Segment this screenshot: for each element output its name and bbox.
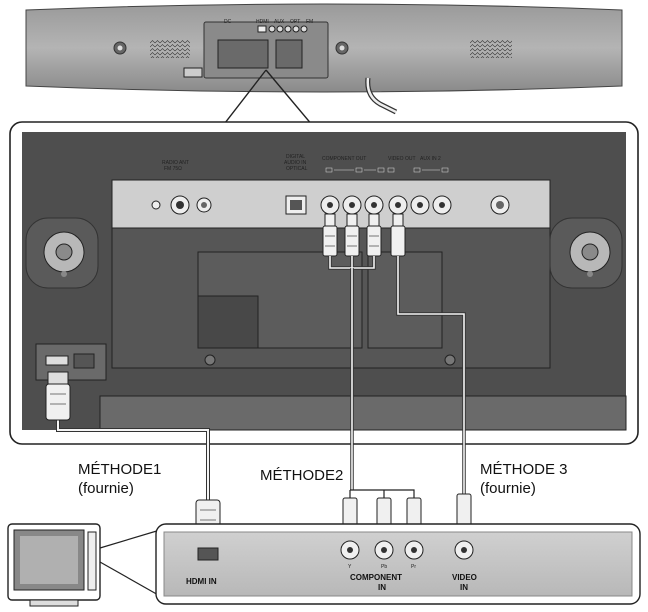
top-label-hdmi: HDMI	[256, 19, 269, 25]
vent-left	[150, 40, 190, 58]
top-label-aux: AUX	[274, 19, 285, 25]
label-radio-ant: RADIO ANT	[162, 160, 189, 166]
top-label-fm: FM	[306, 19, 313, 25]
tv-component-in-label-1: COMPONENT	[350, 573, 402, 582]
hdmi-plug-top	[47, 371, 69, 385]
video-plug-tv	[456, 493, 472, 529]
tv-hdmi-in-port	[197, 547, 219, 561]
tv-video-in-label-1: VIDEO	[452, 573, 477, 582]
label-video-out: VIDEO OUT	[388, 156, 416, 162]
label-digital-audio-2: AUDIO IN	[284, 160, 307, 166]
label-aux-in: AUX IN 2	[420, 156, 441, 162]
tv-icon	[7, 523, 161, 607]
top-label-opt: OPT	[290, 19, 300, 25]
method-1-note: (fournie)	[78, 480, 134, 497]
tv-jack-pr-label: Pr	[411, 564, 416, 570]
tv-jack-y-label: Y	[348, 564, 352, 570]
top-label-dc: DC	[224, 19, 232, 25]
rear-bottom-ledge	[99, 395, 627, 431]
vent-right	[470, 40, 512, 58]
label-component-out: COMPONENT OUT	[322, 156, 366, 162]
tv-input-panel: Y Pb Pr HDMI IN COMPONENT IN VIDEO IN	[155, 523, 641, 605]
tv-jack-pb-label: Pb	[381, 564, 387, 570]
rear-recess-right	[367, 251, 443, 349]
method-2-label: MÉTHODE2	[260, 467, 343, 484]
label-radio-ant-sub: FM 75Ω	[164, 166, 182, 172]
tv-video-in-label-2: IN	[460, 583, 468, 592]
soundbar-top-view: DC HDMI AUX OPT FM	[25, 3, 623, 133]
method-1-label: MÉTHODE1	[78, 461, 161, 478]
top-port-block	[217, 39, 269, 69]
label-digital-audio-1: DIGITAL	[286, 154, 305, 160]
top-hdmi-port	[183, 67, 203, 78]
method-3-note: (fournie)	[480, 480, 536, 497]
top-power-cable	[366, 77, 397, 114]
rear-hdmi-out-port	[45, 355, 69, 366]
tv-component-in-label-2: IN	[378, 583, 386, 592]
top-connector-row	[257, 25, 308, 33]
rear-panel-closeup: RADIO ANT FM 75Ω DIGITAL AUDIO IN OPTICA…	[9, 121, 639, 445]
label-digital-audio-3: OPTICAL	[286, 166, 308, 172]
tv-hdmi-in-label: HDMI IN	[186, 577, 217, 586]
method-3-label: MÉTHODE 3	[480, 461, 568, 478]
